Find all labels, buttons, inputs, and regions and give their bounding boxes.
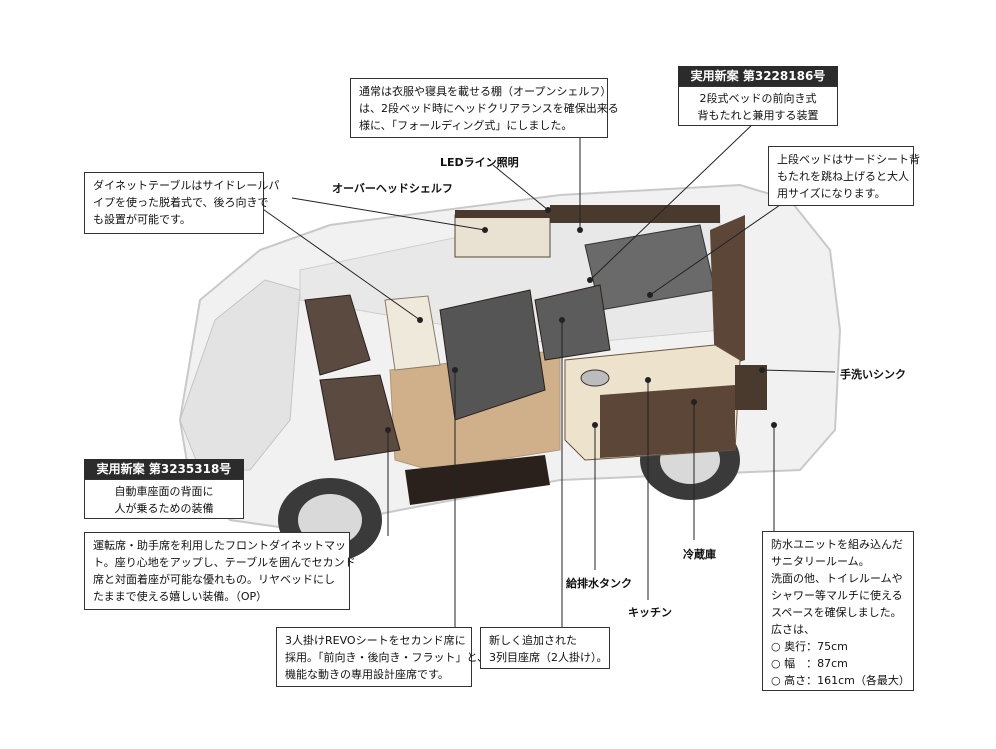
dinette-table bbox=[384, 295, 441, 371]
second-row-seat bbox=[439, 289, 546, 421]
shelf-note-box: 通常は衣服や寝具を載せる棚（オープンシェルフ） は、2段ベッド時にヘッドクリアラ… bbox=[350, 78, 619, 138]
front-dinette-line: たままで使える嬉しい装備。（OP） bbox=[93, 590, 268, 603]
shelf-note-line: 通常は衣服や寝具を載せる棚（オープンシェルフ） bbox=[359, 85, 612, 98]
sink-basin bbox=[580, 369, 610, 387]
patent-bed-line: 2段式ベッドの前向き式 bbox=[699, 92, 817, 105]
sanitary-line: ○ 高さ：161cm（各最大） bbox=[771, 674, 910, 687]
sanitary-line: 洗面の他、トイレルームや bbox=[771, 572, 903, 585]
upper-bed-line: 用サイズになります。 bbox=[777, 187, 886, 200]
sanitary-line: 防水ユニットを組み込んだ bbox=[771, 538, 903, 551]
dinette-table-line: イプを使った脱着式で、後ろ向きで bbox=[93, 196, 269, 209]
kitchen-label: キッチン bbox=[628, 606, 672, 619]
sanitary-line: シャワー等マルチに使える bbox=[771, 589, 903, 602]
revo-seat-line: 機能な動きの専用設計座席です。 bbox=[285, 668, 449, 681]
sanitary-line: サニタリールーム。 bbox=[771, 555, 870, 568]
front-dinette-box: 運転席・助手席を利用したフロントダイネットマッ ト。座り心地をアップし、テーブル… bbox=[84, 532, 356, 610]
sanitary-box: 防水ユニットを組み込んだ サニタリールーム。 洗面の他、トイレルームや シャワー… bbox=[762, 531, 914, 691]
patent-bed-body: 2段式ベッドの前向き式 背もたれと兼用する装置 bbox=[678, 86, 838, 126]
front-seat-2 bbox=[319, 374, 401, 461]
shelf-note-line: は、2段ベッド時にヘッドクリアランスを確保出来る bbox=[359, 102, 619, 115]
sanitary-line: ○ 幅 ：87cm bbox=[771, 657, 848, 670]
led-strip bbox=[550, 205, 720, 223]
revo-seat-line: 採用。「前向き・後向き・フラット」と、多 bbox=[285, 651, 500, 664]
revo-seat-box: 3人掛けREVOシートをセカンド席に 採用。「前向き・後向き・フラット」と、多 … bbox=[276, 627, 500, 687]
patent-seat-body: 自動車座面の背面に 人が乗るための装備 bbox=[84, 479, 244, 519]
third-row-seat bbox=[534, 284, 611, 361]
fridge-label: 冷蔵庫 bbox=[683, 548, 716, 561]
upper-bed-line: もたれを跳ね上げると大人 bbox=[777, 170, 909, 183]
front-seat-1 bbox=[304, 294, 371, 376]
overhead-shelf-label: オーバーヘッドシェルフ bbox=[332, 182, 453, 195]
patent-bed-line: 背もたれと兼用する装置 bbox=[697, 109, 819, 122]
side-step bbox=[405, 455, 550, 505]
dinette-table-line: ダイネットテーブルはサイドレールパ bbox=[93, 179, 280, 192]
patent-seat-head: 実用新案 第3235318号 bbox=[84, 459, 244, 479]
sanitary-line: ○ 奥行：75cm bbox=[771, 640, 848, 653]
dinette-table-line: も設置が可能です。 bbox=[93, 213, 191, 226]
kitchen-cabinet bbox=[600, 385, 735, 458]
led-label: LEDライン照明 bbox=[440, 156, 519, 169]
third-row-line: 新しく追加された bbox=[489, 634, 577, 647]
upper-bed-box: 上段ベッドはサードシート背 もたれを跳ね上げると大人 用サイズになります。 bbox=[768, 146, 920, 206]
front-dinette-line: 席と対面着座が可能な優れもの。リヤベッドにし bbox=[93, 573, 335, 586]
front-dinette-line: ト。座り心地をアップし、テーブルを囲んでセカンド bbox=[93, 556, 356, 569]
dinette-table-box: ダイネットテーブルはサイドレールパ イプを使った脱着式で、後ろ向きで も設置が可… bbox=[84, 172, 280, 234]
third-row-line: 3列目座席（2人掛け）。 bbox=[489, 651, 608, 664]
patent-seat-line: 人が乗るための装備 bbox=[114, 502, 214, 515]
patent-bed-head: 実用新案 第3228186号 bbox=[678, 66, 838, 86]
rear-panel bbox=[710, 215, 745, 370]
sink-label: 手洗いシンク bbox=[840, 368, 906, 381]
third-row-box: 新しく追加された 3列目座席（2人掛け）。 bbox=[480, 627, 610, 669]
patent-seat-line: 自動車座面の背面に bbox=[114, 485, 214, 498]
upper-bed-line: 上段ベッドはサードシート背 bbox=[777, 153, 920, 166]
revo-seat-line: 3人掛けREVOシートをセカンド席に bbox=[285, 634, 466, 647]
sanitary-line: 広さは、 bbox=[771, 623, 815, 636]
shelf-note-line: 様に、「フォールディング式」にしました。 bbox=[359, 119, 573, 132]
sanitary-line: スペースを確保しました。 bbox=[771, 606, 902, 619]
front-dinette-line: 運転席・助手席を利用したフロントダイネットマッ bbox=[93, 539, 346, 552]
water-tank-label: 給排水タンク bbox=[566, 577, 632, 590]
